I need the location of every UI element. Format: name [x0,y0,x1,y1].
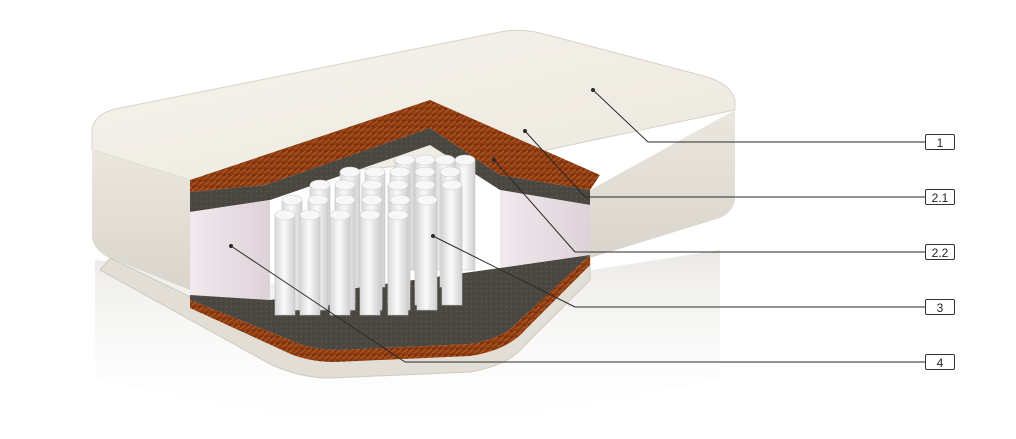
pocket-springs [274,154,476,316]
spring-pocket-top [307,194,329,206]
foam-wall-right [500,190,590,268]
spring-pocket-top [441,179,463,191]
callout-2-2: 2.2 [925,244,955,260]
spring-pocket-top [394,154,416,166]
spring-pocket-top [364,166,386,178]
spring-pocket-top [389,166,411,178]
spring-pocket [329,214,351,316]
spring-pocket-top [416,194,438,206]
spring-pocket-top [339,166,361,178]
spring-pocket-top [361,194,383,206]
leader-dot-2-2 [492,158,496,162]
spring-pocket-top [454,154,476,166]
spring-pocket-top [329,209,351,221]
leader-lines [230,89,925,363]
spring-pocket-top [389,194,411,206]
spring-pocket-top [434,154,456,166]
felt-layer-top [190,128,590,212]
spring-pocket-top [359,209,381,221]
foam-wall-left [190,200,270,300]
spring-pocket-top [414,166,436,178]
mattress-top-cover [91,29,736,181]
mattress-right-side [590,110,735,258]
spring-pocket [387,214,409,316]
leader-line-2-1 [524,130,586,198]
leader-line-2-2 [493,159,576,253]
spring-pocket-top [361,179,383,191]
leader-dot-3 [431,234,435,238]
spring-pocket-top [439,166,461,178]
leader-dot-4 [229,244,233,248]
spring-pocket-top [387,179,409,191]
leader-dots [229,88,595,248]
leader-line-1 [592,89,649,143]
spring-pocket [274,214,296,316]
spring-pocket-top [281,194,303,206]
spring-pocket [299,214,321,316]
leader-line-3 [432,235,576,308]
spring-pocket-top [387,209,409,221]
spring-pocket [359,214,381,316]
spring-pocket-top [334,179,356,191]
spring-pocket-top [414,179,436,191]
callout-4: 4 [925,354,955,370]
spring-pocket-top [309,179,331,191]
spring-pocket-top [334,194,356,206]
leader-dot-2-1 [523,129,527,133]
mattress-left-side [92,150,190,290]
spring-pocket-top [414,154,436,166]
leader-dot-1 [591,88,595,92]
callout-1: 1 [925,134,955,150]
leader-line-4 [230,245,406,363]
coir-layer-top [190,100,600,192]
spring-pocket [416,199,438,311]
spring-pocket-top [299,209,321,221]
callout-3: 3 [925,299,955,315]
spring-pocket-top [274,209,296,221]
callout-2-1: 2.1 [925,189,955,205]
